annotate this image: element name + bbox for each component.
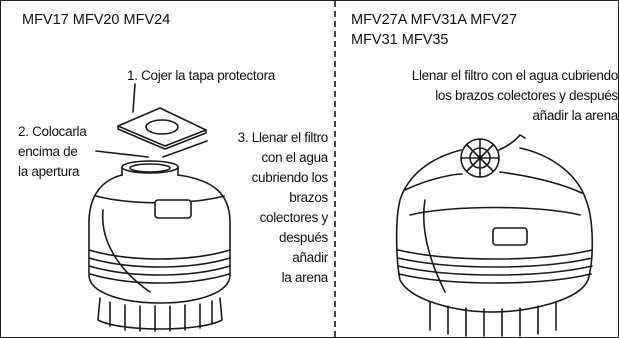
right-models-line: MFV27A MFV31A MFV27 bbox=[351, 12, 518, 28]
step3-line: colectores y bbox=[259, 210, 329, 225]
step2-label: 2. Colocarla encima de la apertura bbox=[18, 122, 128, 182]
step3-line: la arena bbox=[281, 270, 329, 285]
step3-line: 3. Llenar el filtro bbox=[237, 130, 329, 145]
protective-cap-icon bbox=[117, 107, 207, 150]
step3-label: 3. Llenar el filtro con el agua cubriend… bbox=[200, 128, 329, 288]
step3-line: cubriendo los bbox=[251, 170, 329, 185]
step3-line: brazos bbox=[289, 190, 328, 205]
leader-lines bbox=[95, 83, 208, 158]
step2-line: 2. Colocarla bbox=[18, 124, 87, 139]
step3-line: después bbox=[279, 230, 328, 245]
right-instruction-line: Llenar el filtro con el agua cubriendo bbox=[411, 68, 619, 83]
step1-label: 1. Cojer la tapa protectora bbox=[127, 68, 275, 83]
left-models-title: MFV17 MFV20 MFV24 bbox=[22, 12, 171, 28]
right-instruction-line: añadir la arena bbox=[532, 108, 618, 123]
step3-line: añadir bbox=[292, 250, 328, 265]
right-models-line: MFV31 MFV35 bbox=[351, 32, 449, 48]
large-sand-filter-tank-icon bbox=[395, 134, 594, 337]
step2-line: la apertura bbox=[18, 164, 80, 179]
step3-line: con el agua bbox=[261, 150, 328, 165]
panel-divider bbox=[334, 1, 336, 337]
right-models-title: MFV27A MFV31A MFV27 MFV31 MFV35 bbox=[351, 10, 551, 50]
right-instruction-label: Llenar el filtro con el agua cubriendo l… bbox=[338, 66, 619, 126]
sand-filter-tank-icon bbox=[88, 160, 231, 332]
step2-line: encima de bbox=[18, 144, 78, 159]
right-instruction-line: los brazos colectores y después bbox=[435, 88, 618, 103]
